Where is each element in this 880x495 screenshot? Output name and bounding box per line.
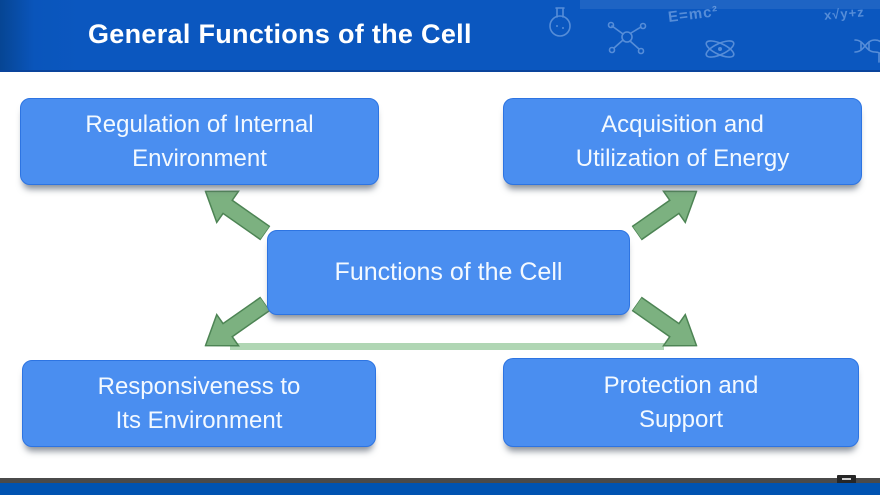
node-regulation: Regulation of Internal Environment [20, 98, 379, 185]
node-responsiveness: Responsiveness to Its Environment [22, 360, 376, 447]
node-label-line: Functions of the Cell [334, 258, 563, 286]
node-label-line: Acquisition and [601, 110, 764, 138]
header-sheen [580, 0, 880, 9]
dna-icon [853, 36, 880, 68]
page-title: General Functions of the Cell [88, 18, 472, 49]
node-label-line: Regulation of Internal [85, 110, 314, 138]
molecule-icon [606, 20, 648, 56]
connector-line [230, 343, 664, 350]
footer-bar [0, 483, 880, 495]
arrow-up-right-icon [623, 172, 710, 252]
progress-handle[interactable] [837, 475, 856, 485]
arrow-up-left-icon [191, 172, 278, 252]
node-label-line: Responsiveness to [97, 372, 301, 400]
atom-icon [700, 34, 740, 64]
math-formula: x√y+z [823, 4, 866, 23]
node-label-line: Its Environment [115, 406, 283, 434]
arrow-down-right-icon [623, 285, 710, 365]
node-protection: Protection and Support [503, 358, 859, 447]
progress-track[interactable] [0, 478, 880, 483]
node-acquisition: Acquisition and Utilization of Energy [503, 98, 862, 185]
header-bar: General Functions of the Cell E=mc² [0, 0, 880, 72]
node-label-line: Support [638, 405, 724, 433]
arrow-down-left-icon [191, 285, 278, 365]
node-label-line: Utilization of Energy [575, 144, 790, 172]
node-label-line: Protection and [603, 371, 759, 399]
node-center: Functions of the Cell [267, 230, 630, 315]
flask-icon [545, 5, 575, 39]
node-label-line: Environment [132, 144, 267, 172]
